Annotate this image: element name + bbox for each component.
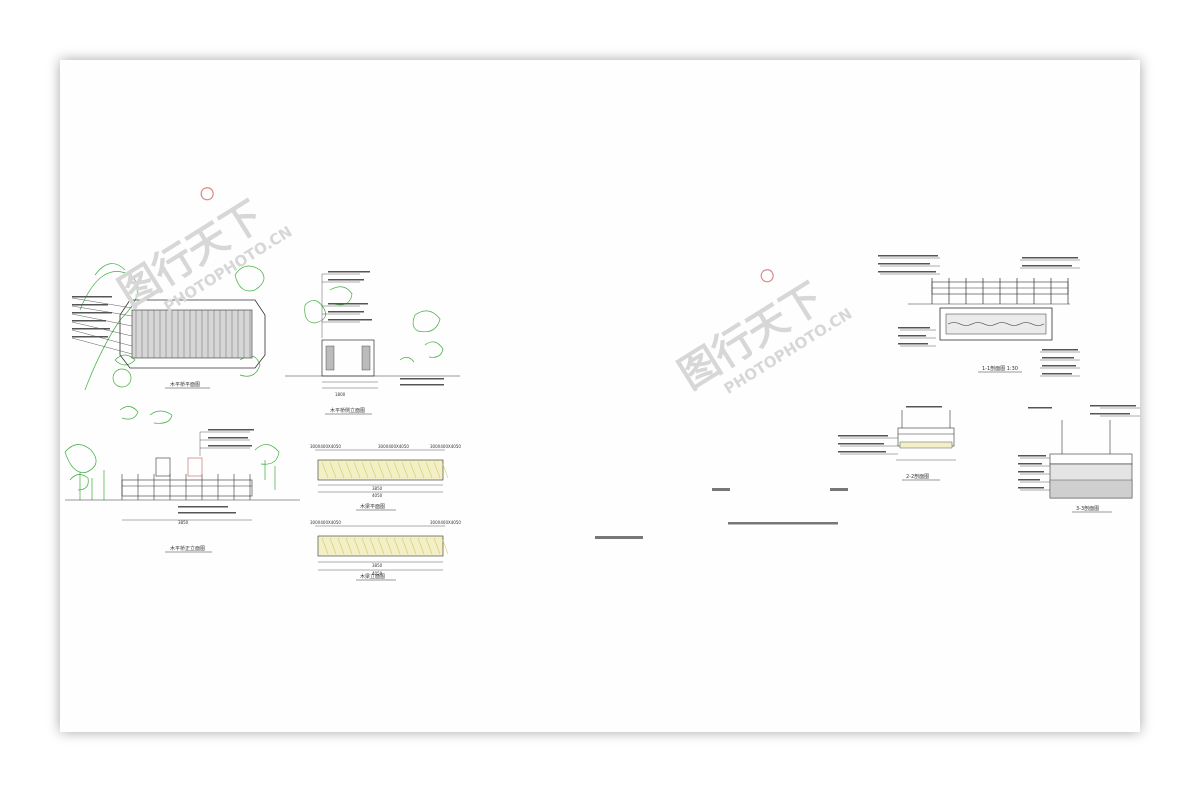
- plan-title: 木平桥平面图: [170, 381, 200, 388]
- section-2-2: 2-2剖面图: [838, 406, 956, 481]
- drawing-line: [409, 537, 417, 555]
- drawing-line: [353, 461, 361, 479]
- beam-elev-span: 3850: [372, 563, 383, 568]
- beam-elev-total: 4050: [372, 571, 383, 576]
- bridge-front-elevation: 3850 木平桥正立面图: [64, 406, 300, 553]
- drawing-line: [321, 537, 329, 555]
- drawing-line: [377, 461, 385, 479]
- side-dim: 1800: [335, 392, 346, 397]
- section-3-3: 3-3剖面图: [1018, 405, 1140, 513]
- drawing-line: [345, 461, 353, 479]
- drawing-line: [369, 461, 377, 479]
- drawing-line: [329, 461, 337, 479]
- drawing-line: [369, 537, 377, 555]
- drawing-sheet: 木平桥平面图: [60, 60, 1140, 732]
- drawing-line: [345, 537, 353, 555]
- drawing-line: [385, 461, 393, 479]
- drawing-line: [353, 537, 361, 555]
- beam-elev-dim-right: 300X400X4050: [430, 520, 461, 525]
- drawing-line: [433, 537, 441, 555]
- drawing-line: [409, 461, 417, 479]
- beam-elev-title: 木梁立面图: [360, 573, 385, 580]
- beam-plan-dim-left: 300X400X4050: [310, 444, 341, 449]
- drawing-line: [417, 537, 425, 555]
- watermark-left: 图行天下 PHOTOPHOTO.CN: [111, 187, 295, 316]
- beam-plan-total: 4050: [372, 493, 383, 498]
- drawing-line: [361, 537, 369, 555]
- drawing-line: [337, 537, 345, 555]
- drawing-line: [321, 461, 329, 479]
- drawing-line: [401, 461, 409, 479]
- drawing-line: [441, 461, 449, 479]
- drawing-line: [425, 461, 433, 479]
- section-1-1: 1-1剖面图 1:30: [878, 255, 1080, 377]
- front-dim: 3850: [178, 520, 189, 525]
- drawing-line: [401, 537, 409, 555]
- cad-drawing-canvas: 木平桥平面图: [64, 187, 1140, 581]
- side-title: 木平桥侧立面图: [330, 407, 365, 414]
- beam-plan-title: 木梁平面图: [360, 503, 385, 510]
- drawing-line: [393, 461, 401, 479]
- beam-plan-dim-mid: 300X400X4050: [378, 444, 409, 449]
- drawing-line: [441, 537, 449, 555]
- beam-elevation: 300X400X4050 300X400X4050 3850 4050 木梁立面…: [310, 520, 461, 581]
- beam-plan-dim-right: 300X400X4050: [430, 444, 461, 449]
- drawing-line: [337, 461, 345, 479]
- drawing-line: [329, 537, 337, 555]
- center-title-marks: [595, 488, 848, 539]
- section3-title: 3-3剖面图: [1076, 505, 1099, 512]
- beam-plan: 300X400X4050 300X400X4050 300X400X4050 3…: [310, 444, 461, 511]
- drawing-line: [361, 461, 369, 479]
- drawing-line: [425, 537, 433, 555]
- section2-title: 2-2剖面图: [906, 473, 929, 480]
- front-title: 木平桥正立面图: [170, 545, 205, 552]
- watermark-right: 图行天下 PHOTOPHOTO.CN: [671, 269, 855, 398]
- bridge-plan-view: 木平桥平面图: [71, 263, 266, 391]
- drawing-line: [393, 537, 401, 555]
- beam-elev-dim-left: 300X400X4050: [310, 520, 341, 525]
- bridge-side-elevation: 1800 木平桥侧立面图: [285, 271, 460, 415]
- beam-plan-span: 3850: [372, 486, 383, 491]
- drawing-line: [385, 537, 393, 555]
- section1-title: 1-1剖面图 1:30: [982, 365, 1018, 372]
- drawing-line: [377, 537, 385, 555]
- drawing-line: [433, 461, 441, 479]
- drawing-line: [417, 461, 425, 479]
